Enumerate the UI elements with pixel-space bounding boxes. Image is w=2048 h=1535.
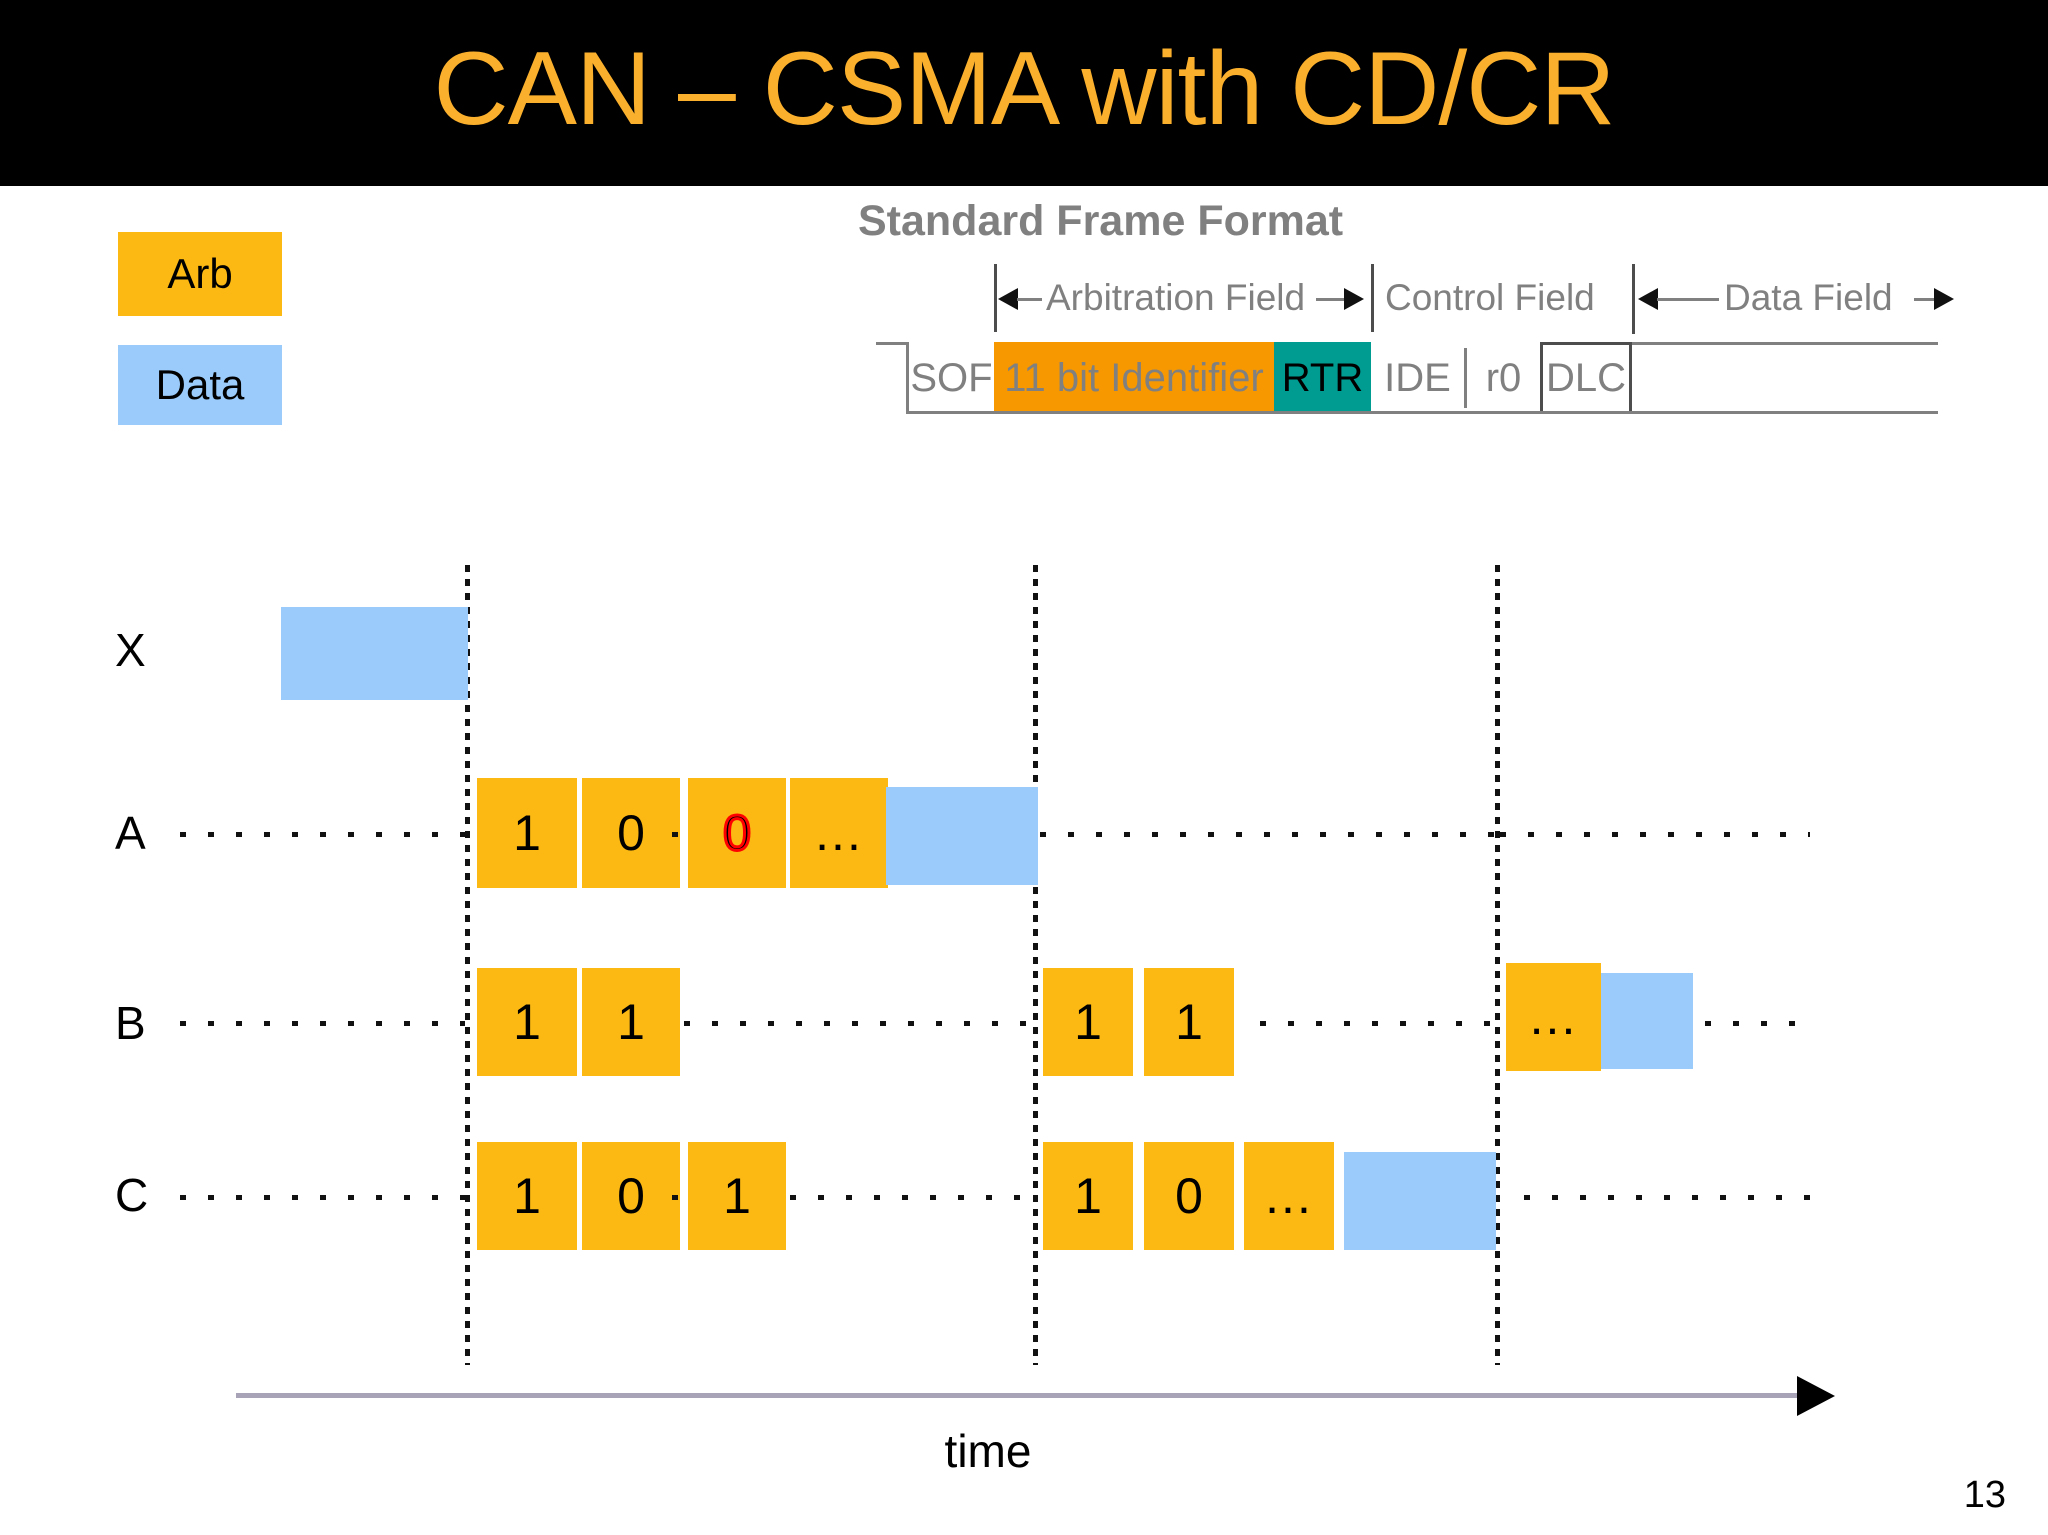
- legend-label-data: Data: [155, 361, 245, 408]
- time-axis-label: time: [0, 1424, 2048, 1478]
- data-block-x: [281, 607, 468, 700]
- data-block-a: [886, 787, 1038, 885]
- page-title: CAN – CSMA with CD/CR: [433, 31, 1616, 147]
- bit-cell-c-2: 1: [688, 1142, 786, 1250]
- time-axis-line: [236, 1393, 1801, 1398]
- bit-cell-a-0: 1: [477, 778, 577, 888]
- frame-sof-edge: [906, 342, 909, 414]
- timeline-row-label-b: B: [115, 997, 146, 1049]
- bit-cell-b-0: 1: [477, 968, 577, 1076]
- idle-line-c-right: [1524, 1195, 1814, 1200]
- timeline-row-label-a: A: [115, 807, 146, 859]
- frame-span-divider-1: [994, 264, 997, 332]
- idle-line-b-right: [1705, 1021, 1815, 1026]
- frame-cell-ide: IDE: [1384, 355, 1451, 400]
- frame-span-divider-2: [1371, 264, 1374, 332]
- data-span-line-right: [1914, 298, 1934, 301]
- arrow-right-icon-arbitration: [1344, 288, 1364, 310]
- timeline-row-label-c: C: [115, 1169, 149, 1221]
- idle-line-b-mid: [684, 1021, 1034, 1026]
- bit-cell-b-3: 1: [1144, 968, 1234, 1076]
- data-block-b: [1601, 973, 1693, 1069]
- frame-cell-divider-ide-r0: [1464, 348, 1467, 408]
- arrow-left-icon-arbitration: [998, 288, 1018, 310]
- title-bar: CAN – CSMA with CD/CR: [0, 0, 2048, 186]
- event-line-1: [465, 565, 470, 1365]
- bit-cell-b-2: 1: [1043, 968, 1133, 1076]
- bit-cell-b-4: ...: [1506, 963, 1601, 1071]
- arrow-right-icon-time: [1797, 1376, 1835, 1416]
- frame-format-title: Standard Frame Format: [858, 197, 1344, 245]
- timeline-row-label-x: X: [115, 624, 146, 676]
- frame-cell-identifier: 11 bit Identifier: [994, 342, 1274, 414]
- arrow-right-icon-data: [1934, 288, 1954, 310]
- legend-swatch-arb: Arb: [118, 232, 282, 316]
- frame-cell-data: [1632, 342, 1938, 414]
- bit-cell-a-1: 0: [582, 778, 680, 888]
- idle-dot-a-mid: [672, 832, 688, 837]
- bit-cell-a-2: 0: [688, 778, 786, 888]
- event-line-3: [1495, 565, 1500, 1365]
- time-axis-label-text: time: [944, 1425, 1032, 1477]
- bit-cell-c-4: 0: [1144, 1142, 1234, 1250]
- frame-span-label-arbitration: Arbitration Field: [1046, 277, 1306, 318]
- bit-cell-c-1: 0: [582, 1142, 680, 1250]
- data-span-line-left: [1657, 298, 1719, 301]
- idle-line-b-left: [180, 1021, 465, 1026]
- idle-dot-c-mid: [672, 1195, 688, 1200]
- frame-span-label-control: Control Field: [1385, 277, 1595, 318]
- idle-line-c-left: [180, 1195, 465, 1200]
- frame-idle-line: [876, 342, 909, 345]
- event-line-2: [1033, 565, 1038, 1365]
- arbitration-span-line-left: [1017, 298, 1042, 301]
- bit-cell-c-0: 1: [477, 1142, 577, 1250]
- bit-cell-c-5: ...: [1244, 1142, 1334, 1250]
- frame-span-label-data: Data Field: [1724, 277, 1893, 318]
- idle-line-a-left: [180, 832, 465, 837]
- idle-line-b-mid2: [1260, 1021, 1495, 1026]
- idle-line-c-mid: [790, 1195, 1034, 1200]
- legend-label-arb: Arb: [167, 250, 233, 297]
- idle-line-a-right: [1500, 832, 1810, 837]
- arrow-left-icon-data: [1638, 288, 1658, 310]
- arbitration-span-line-right: [1316, 298, 1344, 301]
- frame-cell-rtr: RTR: [1274, 342, 1371, 414]
- legend-swatch-data: Data: [118, 345, 282, 425]
- page-number: 13: [1963, 1474, 2006, 1516]
- frame-cell-r0: r0: [1485, 355, 1522, 400]
- frame-row-bottom-line: [909, 411, 1938, 414]
- frame-cell-dlc: DLC: [1540, 342, 1632, 414]
- bit-cell-a-3: ...: [790, 778, 888, 888]
- frame-cell-sof: SOF: [910, 355, 993, 400]
- idle-line-a-mid2: [1040, 832, 1495, 837]
- bit-cell-c-3: 1: [1043, 1142, 1133, 1250]
- frame-row-top-line: [1632, 342, 1938, 345]
- frame-span-divider-3: [1632, 264, 1635, 334]
- bit-cell-b-1: 1: [582, 968, 680, 1076]
- data-block-c: [1344, 1152, 1496, 1250]
